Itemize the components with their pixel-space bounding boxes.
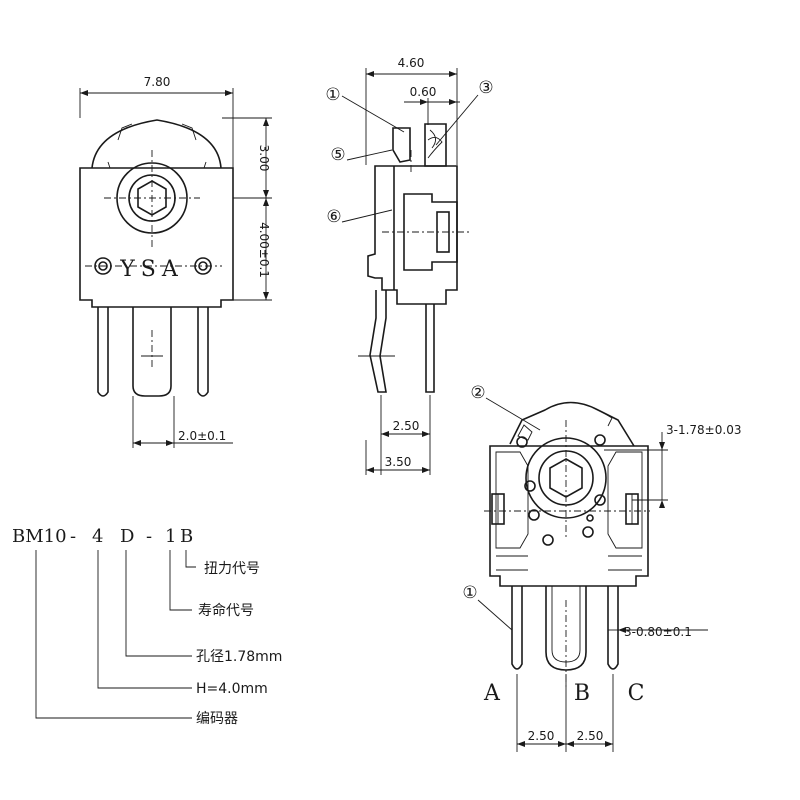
side-pin-dim-a: 2.50 [393, 419, 420, 433]
bottom-hole-dim: 3-1.78±0.03 [666, 423, 741, 437]
bottom-pin-c [607, 586, 619, 670]
model-code-legend: BM10 - 4 D - 1 B 扭力代号 寿命代号 孔径1.78mm H=4.… [12, 526, 282, 727]
code-seg-hole: D [120, 526, 134, 547]
front-pin-pitch-dim: 2.0±0.1 [178, 429, 226, 443]
side-pin-straight [425, 304, 435, 393]
code-seg-torque: B [180, 526, 193, 547]
callout-1-side: ① [325, 85, 340, 105]
legend-life-code: 寿命代号 [198, 602, 254, 619]
legend-hole-diameter: 孔径1.78mm [196, 649, 282, 665]
side-inner-dim: 0.60 [410, 85, 437, 99]
bottom-pin-a [511, 586, 523, 670]
code-seg-series: BM10 [12, 526, 67, 547]
code-seg-dash-1: - [70, 526, 76, 547]
pin-label-b: B [574, 681, 590, 706]
callout-5-side: ⑤ [330, 145, 345, 165]
front-width-dim: 7.80 [144, 75, 171, 89]
code-seg-life: 1 [165, 526, 176, 547]
brand-label: YSA [119, 257, 183, 282]
callout-1-bottom: ① [462, 583, 477, 603]
legend-encoder: 编码器 [196, 711, 238, 727]
bottom-body-outline [489, 445, 649, 587]
legend-torque-code: 扭力代号 [204, 561, 260, 577]
side-pin-dim-b: 3.50 [385, 455, 412, 469]
front-body-outline [79, 167, 234, 308]
legend-height: H=4.0mm [196, 681, 268, 697]
side-body-outline [367, 165, 458, 305]
front-lower-height-dim: 4.00±0.1 [257, 222, 271, 278]
bottom-pin-width-dim: 3-0.80±0.1 [624, 625, 692, 639]
bottom-pitch-right: 2.50 [577, 729, 604, 743]
pin-label-c: C [628, 681, 645, 706]
front-top-arch [91, 119, 222, 169]
callout-2-bottom: ② [470, 383, 485, 403]
callout-6-side: ⑥ [326, 207, 341, 227]
front-view: 7.80 YSA 3. [79, 75, 272, 448]
side-pin-bent [369, 290, 387, 393]
bottom-view: ② [462, 383, 741, 752]
code-seg-height: 4 [92, 526, 103, 547]
front-pin-right [197, 307, 209, 397]
side-depth-dim: 4.60 [398, 56, 425, 70]
code-seg-dash-2: - [146, 526, 152, 547]
front-top-height-dim: 3.00 [257, 145, 271, 172]
side-view: 4.60 0.60 ① ③ ⑤ ⑥ [325, 56, 494, 475]
front-pin-center [132, 307, 172, 397]
callout-3-side: ③ [478, 78, 493, 98]
pin-label-a: A [483, 681, 501, 706]
bottom-pitch-left: 2.50 [528, 729, 555, 743]
front-pin-left [97, 307, 109, 397]
